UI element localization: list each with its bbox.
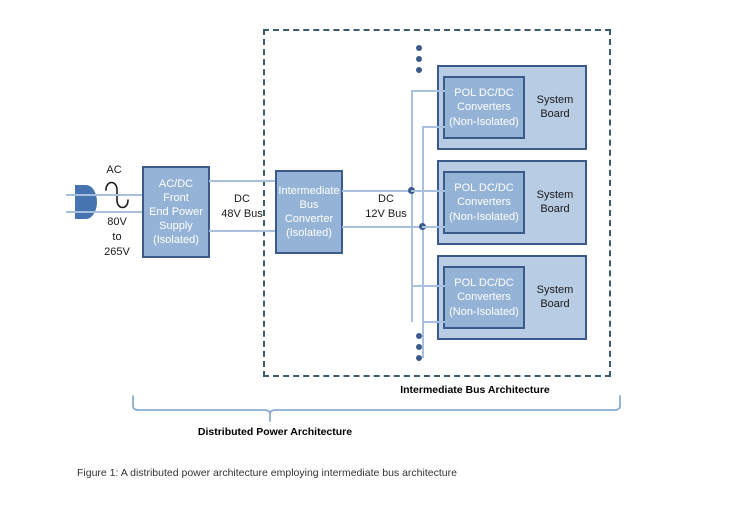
pol-converters-2: POL DC/DC Converters (Non-Isolated) bbox=[443, 171, 525, 234]
bus-12v-label: DC 12V Bus bbox=[365, 193, 407, 220]
input-voltage-range-label: 80V to 265V bbox=[104, 216, 130, 258]
intermediate-bus-architecture-region bbox=[263, 29, 611, 377]
pol-converters-2-label: POL DC/DC Converters (Non-Isolated) bbox=[449, 182, 519, 223]
system-board-2-label: System Board bbox=[536, 189, 574, 216]
intermediate-bus-converter-block: Intermediate Bus Converter (Isolated) bbox=[275, 170, 343, 254]
bus48v-wire-bottom bbox=[209, 230, 275, 232]
board-2-feed-bottom bbox=[422, 226, 445, 228]
board-1-feed-top bbox=[411, 90, 445, 92]
pol-converters-1-label: POL DC/DC Converters (Non-Isolated) bbox=[449, 87, 519, 128]
ellipsis-bottom-dot-1 bbox=[416, 333, 422, 339]
figure-caption: Figure 1: A distributed power architectu… bbox=[77, 467, 457, 479]
bus12v-rail-a bbox=[411, 90, 413, 322]
board-2-feed-top bbox=[411, 190, 445, 192]
ellipsis-top-dot-3 bbox=[416, 67, 422, 73]
pol-converters-1: POL DC/DC Converters (Non-Isolated) bbox=[443, 76, 525, 139]
intermediate-bus-architecture-label: Intermediate Bus Architecture bbox=[400, 384, 550, 396]
mains-wire-top bbox=[66, 194, 146, 196]
acdc-front-end-power-supply-block: AC/DC Front End Power Supply (Isolated) bbox=[142, 166, 210, 258]
ellipsis-bottom-dot-3 bbox=[416, 355, 422, 361]
board-3-feed-bottom bbox=[422, 321, 445, 323]
distributed-power-architecture-label: Distributed Power Architecture bbox=[197, 426, 353, 438]
bus48v-wire-top bbox=[209, 180, 275, 182]
intermediate-bus-converter-label: Intermediate Bus Converter (Isolated) bbox=[278, 184, 340, 240]
mains-wire-bottom bbox=[66, 211, 146, 213]
bus12v-rail-b bbox=[422, 126, 424, 358]
board-1-feed-bottom bbox=[422, 126, 445, 128]
pol-converters-3-label: POL DC/DC Converters (Non-Isolated) bbox=[449, 277, 519, 318]
acdc-front-end-label: AC/DC Front End Power Supply (Isolated) bbox=[149, 177, 203, 247]
system-board-3-label: System Board bbox=[536, 284, 574, 311]
bus-48v-label: DC 48V Bus bbox=[221, 193, 263, 220]
system-board-1-label: System Board bbox=[536, 94, 574, 121]
board-3-feed-top bbox=[411, 285, 445, 287]
bus12v-wire-top bbox=[342, 190, 424, 192]
ac-input-label: AC bbox=[106, 164, 122, 176]
bus12v-wire-bottom bbox=[342, 226, 424, 228]
ellipsis-top-dot-2 bbox=[416, 56, 422, 62]
pol-converters-3: POL DC/DC Converters (Non-Isolated) bbox=[443, 266, 525, 329]
ellipsis-top-dot-1 bbox=[416, 45, 422, 51]
ellipsis-bottom-dot-2 bbox=[416, 344, 422, 350]
ac-plug-icon bbox=[75, 185, 97, 219]
